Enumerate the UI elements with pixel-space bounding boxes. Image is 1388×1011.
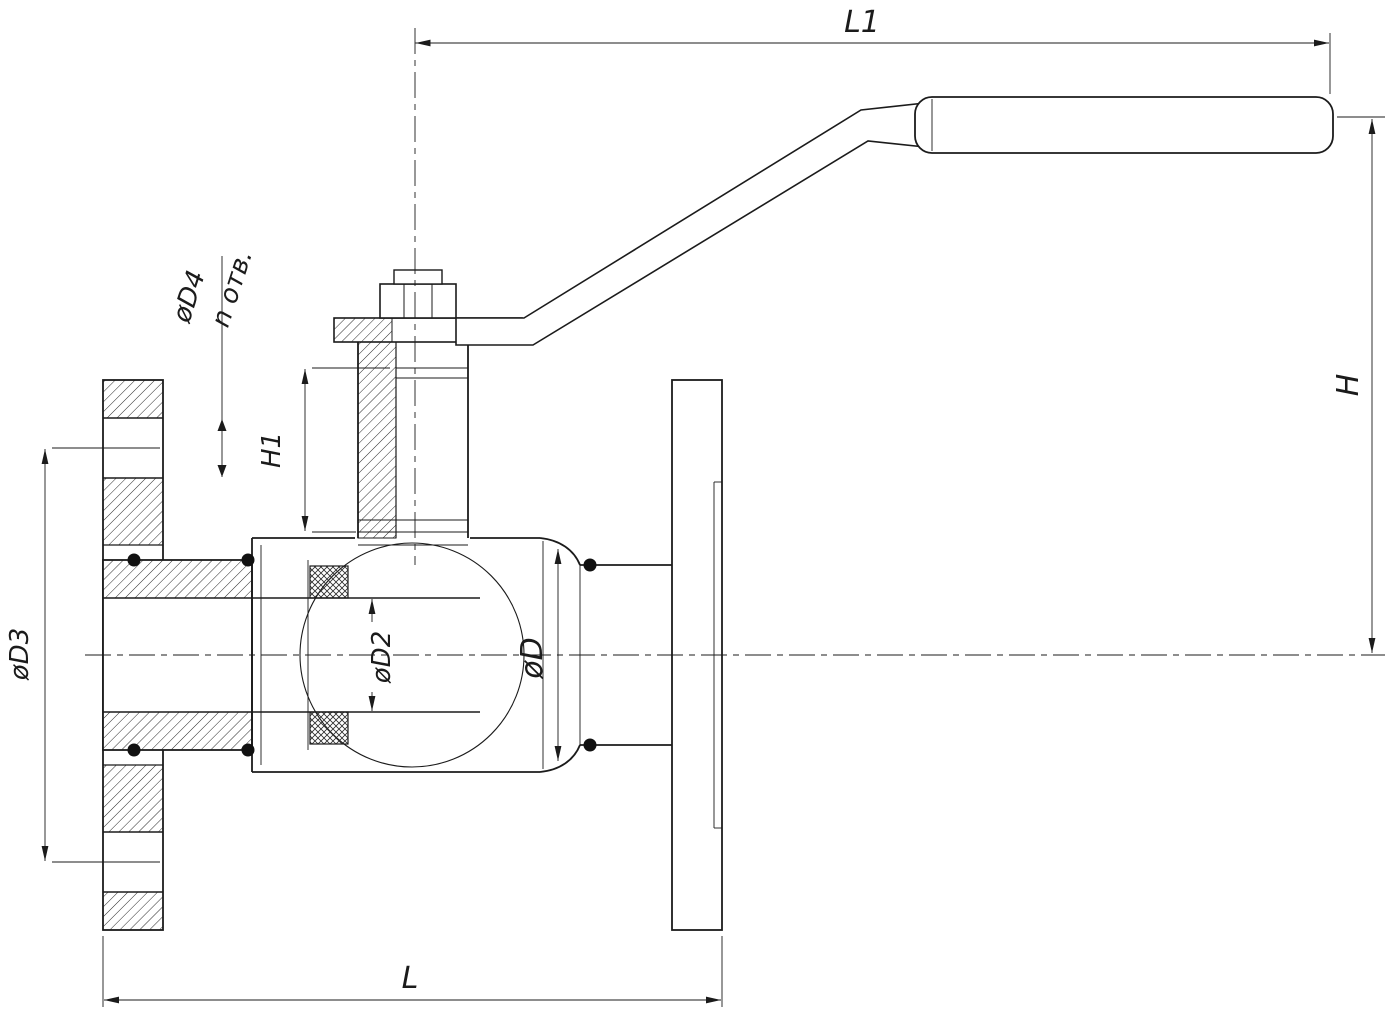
handle-bar	[455, 102, 926, 346]
label-H1: H1	[257, 432, 287, 468]
stem-top	[393, 269, 443, 285]
label-D3: øD3	[5, 628, 35, 681]
centerlines	[85, 28, 1385, 656]
label-D4: øD4	[167, 267, 212, 327]
label-D2: øD2	[367, 631, 397, 684]
label-D: øD	[515, 637, 550, 679]
handle-grip	[914, 96, 1334, 154]
seat-top	[309, 565, 349, 599]
label-H: H	[1331, 374, 1366, 397]
stem-neck	[333, 269, 523, 546]
seat-bottom	[309, 711, 349, 745]
ball-outline	[299, 542, 525, 768]
label-L: L	[402, 961, 419, 996]
label-n-holes: n отв.	[206, 246, 259, 331]
stem-nut	[379, 283, 457, 319]
label-L1: L1	[844, 5, 880, 40]
seal-rings	[127, 553, 597, 757]
handle	[455, 96, 1334, 346]
dimensions	[41, 33, 1385, 1007]
